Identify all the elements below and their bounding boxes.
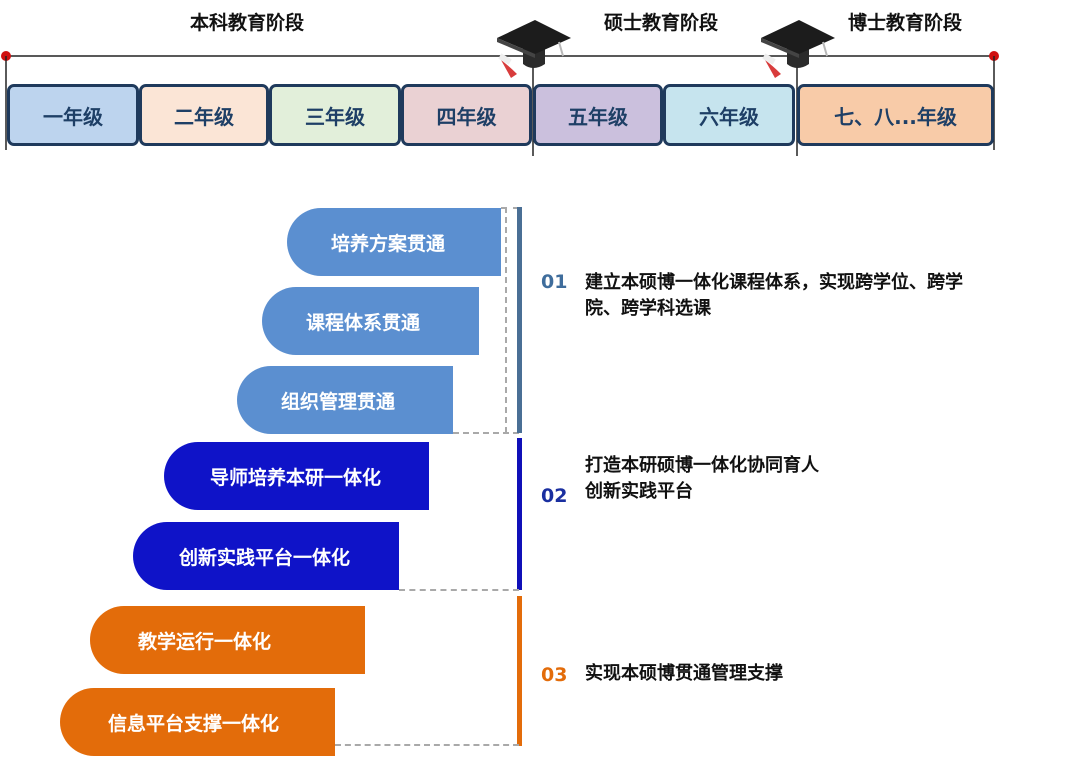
bar-group1-item2: 课程体系贯通 <box>262 287 479 355</box>
bar-group3-item2: 信息平台支撑一体化 <box>60 688 335 756</box>
bar-label: 信息平台支撑一体化 <box>108 712 280 735</box>
description-line: 创新实践平台 <box>585 481 693 502</box>
bar-group2-item2: 创新实践平台一体化 <box>133 522 399 590</box>
bar-label: 培养方案贯通 <box>331 232 446 255</box>
description-line: 建立本硕博一体化课程体系，实现跨学位、跨学 <box>585 272 963 293</box>
grade-label: 三年级 <box>305 104 365 129</box>
group-description-01: 建立本硕博一体化课程体系，实现跨学位、跨学 院、跨学科选课 <box>585 270 963 322</box>
bracket-dash <box>505 207 507 433</box>
bar-group1-item3: 组织管理贯通 <box>237 366 453 434</box>
grade-box-1: 一年级 <box>7 84 139 146</box>
stage-label-doctor: 博士教育阶段 <box>848 12 963 34</box>
bracket-dash <box>453 432 519 434</box>
stage-label-master: 硕士教育阶段 <box>604 12 719 34</box>
bar-label: 教学运行一体化 <box>138 630 272 653</box>
bar-group3-item1: 教学运行一体化 <box>90 606 365 674</box>
grade-label: 一年级 <box>43 104 103 129</box>
group2-bracket-line <box>517 438 522 590</box>
grade-box-7: 七、八...年级 <box>797 84 994 146</box>
group-number-02: 02 <box>541 485 568 507</box>
grade-label: 二年级 <box>174 104 234 129</box>
bar-label: 课程体系贯通 <box>306 311 421 334</box>
group1-bracket-line <box>517 207 522 433</box>
group-description-03: 实现本硕博贯通管理支撑 <box>585 661 783 687</box>
grade-box-4: 四年级 <box>401 84 532 146</box>
bar-group2-item1: 导师培养本研一体化 <box>164 442 429 510</box>
grade-box-3: 三年级 <box>269 84 401 146</box>
bar-label: 组织管理贯通 <box>281 390 396 413</box>
group-description-02: 打造本研硕博一体化协同育人 创新实践平台 <box>585 453 819 505</box>
group-number-01: 01 <box>541 271 568 293</box>
grade-label: 五年级 <box>568 104 628 129</box>
grade-label: 六年级 <box>699 104 759 129</box>
description-line: 实现本硕博贯通管理支撑 <box>585 663 783 684</box>
bar-group1-item1: 培养方案贯通 <box>287 208 501 276</box>
bar-label: 导师培养本研一体化 <box>210 466 382 489</box>
description-line: 打造本研硕博一体化协同育人 <box>585 455 819 476</box>
bracket-dash <box>501 207 519 209</box>
group3-bracket-line <box>517 596 522 746</box>
grade-box-5: 五年级 <box>533 84 663 146</box>
grade-box-2: 二年级 <box>139 84 269 146</box>
grade-box-6: 六年级 <box>663 84 795 146</box>
description-line: 院、跨学科选课 <box>585 298 711 319</box>
bracket-dash <box>335 744 519 746</box>
graduation-cap-icon <box>497 20 571 78</box>
stage-label-bachelor: 本科教育阶段 <box>190 12 305 34</box>
graduation-cap-icon <box>761 20 835 78</box>
bar-label: 创新实践平台一体化 <box>179 546 351 569</box>
bracket-dash <box>399 589 519 591</box>
grade-label: 四年级 <box>436 104 497 129</box>
grade-label: 七、八...年级 <box>834 104 957 129</box>
group-number-03: 03 <box>541 664 568 686</box>
